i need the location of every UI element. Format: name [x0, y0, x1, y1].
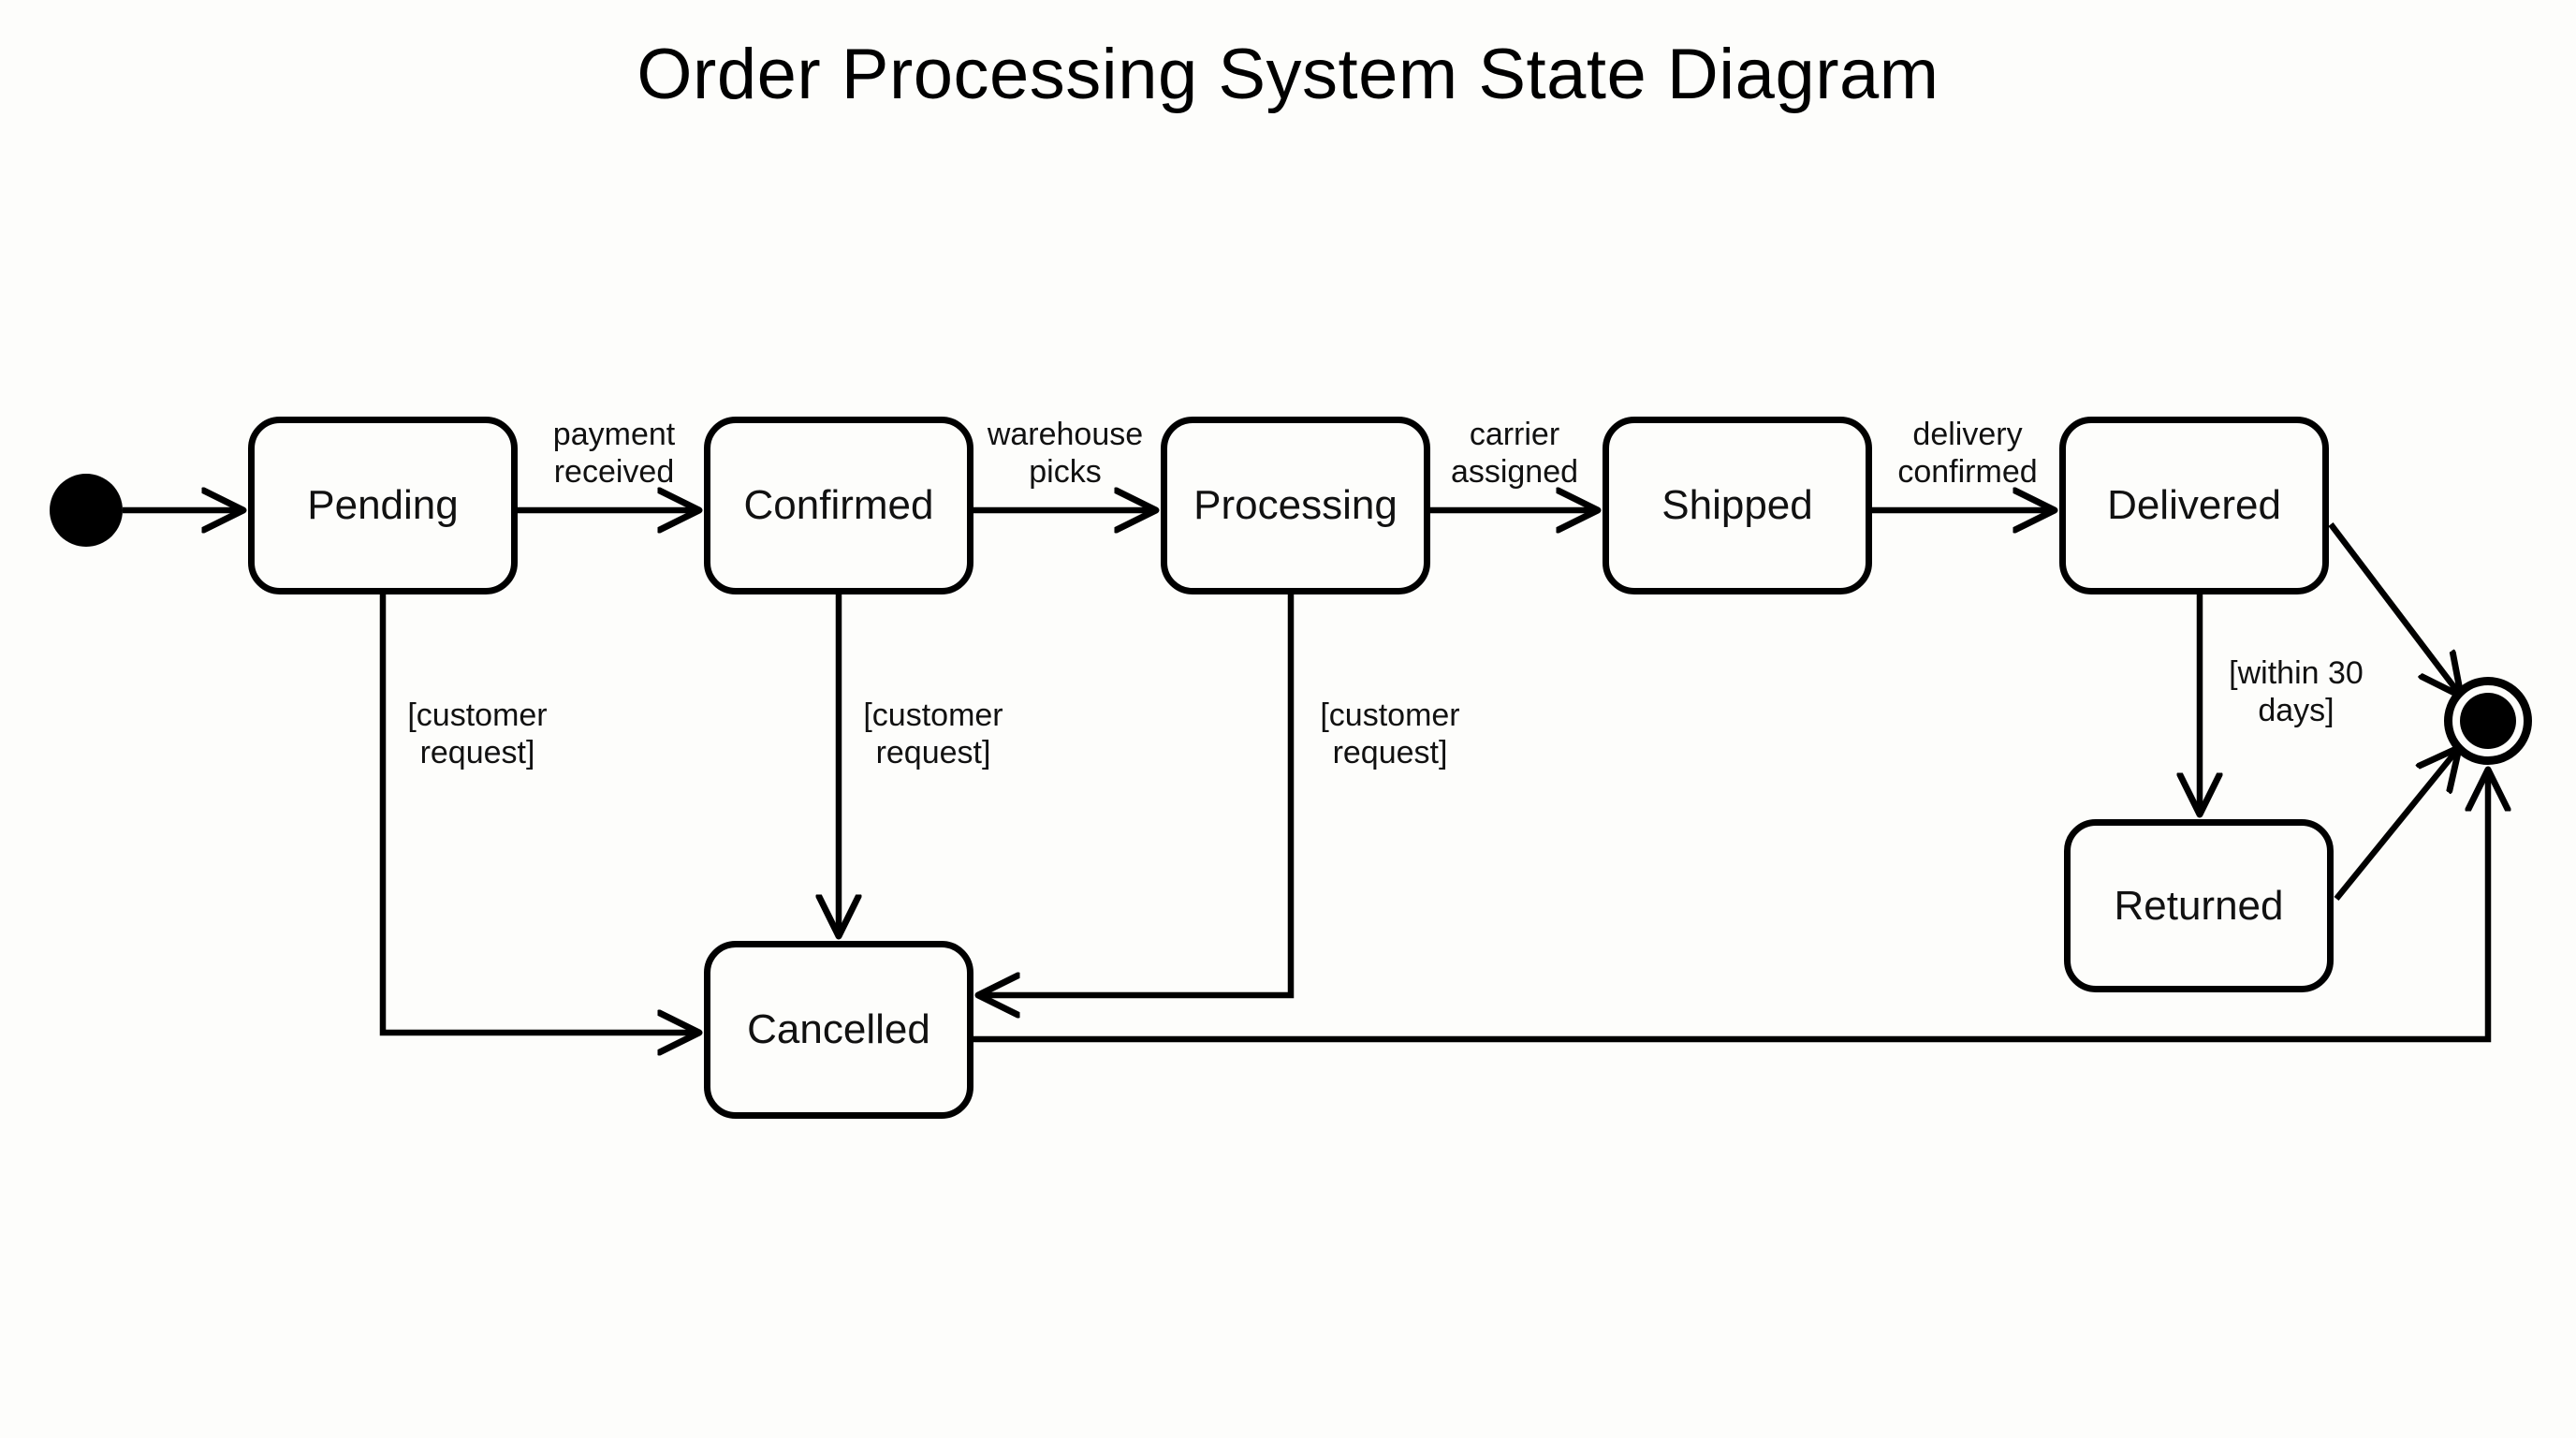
state-label-processing: Processing	[1193, 482, 1398, 528]
final-state-core	[2460, 693, 2516, 749]
state-label-pending: Pending	[307, 482, 459, 528]
edge-returned-to-final	[2334, 749, 2458, 902]
state-label-returned: Returned	[2114, 882, 2284, 929]
state-node-delivered[interactable]: Delivered	[2059, 417, 2329, 594]
edge-label-customer-request-processing: [customer request]	[1320, 697, 1460, 770]
edge-label-delivery-confirmed: delivery confirmed	[1897, 417, 2038, 490]
state-node-pending[interactable]: Pending	[248, 417, 518, 594]
state-label-delivered: Delivered	[2107, 482, 2281, 528]
state-label-confirmed: Confirmed	[743, 482, 934, 528]
edge-label-carrier-assigned: carrier assigned	[1450, 417, 1579, 490]
state-node-shipped[interactable]: Shipped	[1603, 417, 1872, 594]
edge-label-warehouse-picks: warehouse picks	[987, 417, 1144, 490]
final-state-node[interactable]	[2444, 677, 2532, 765]
state-label-cancelled: Cancelled	[747, 1006, 930, 1052]
state-node-processing[interactable]: Processing	[1161, 417, 1430, 594]
edge-label-within-30-days: [within 30 days]	[2229, 655, 2364, 728]
state-label-shipped: Shipped	[1661, 482, 1813, 528]
page-title: Order Processing System State Diagram	[637, 35, 1939, 114]
edge-label-customer-request-confirmed: [customer request]	[863, 697, 1003, 770]
edge-label-customer-request-pending: [customer request]	[407, 697, 548, 770]
edge-label-payment-received: payment received	[552, 417, 676, 490]
edge-pending-to-cancelled	[379, 594, 697, 1033]
state-node-returned[interactable]: Returned	[2064, 819, 2334, 992]
state-node-cancelled[interactable]: Cancelled	[704, 941, 973, 1119]
edge-processing-to-cancelled	[980, 594, 1295, 995]
initial-state-node[interactable]	[50, 474, 123, 547]
state-node-confirmed[interactable]: Confirmed	[704, 417, 973, 594]
